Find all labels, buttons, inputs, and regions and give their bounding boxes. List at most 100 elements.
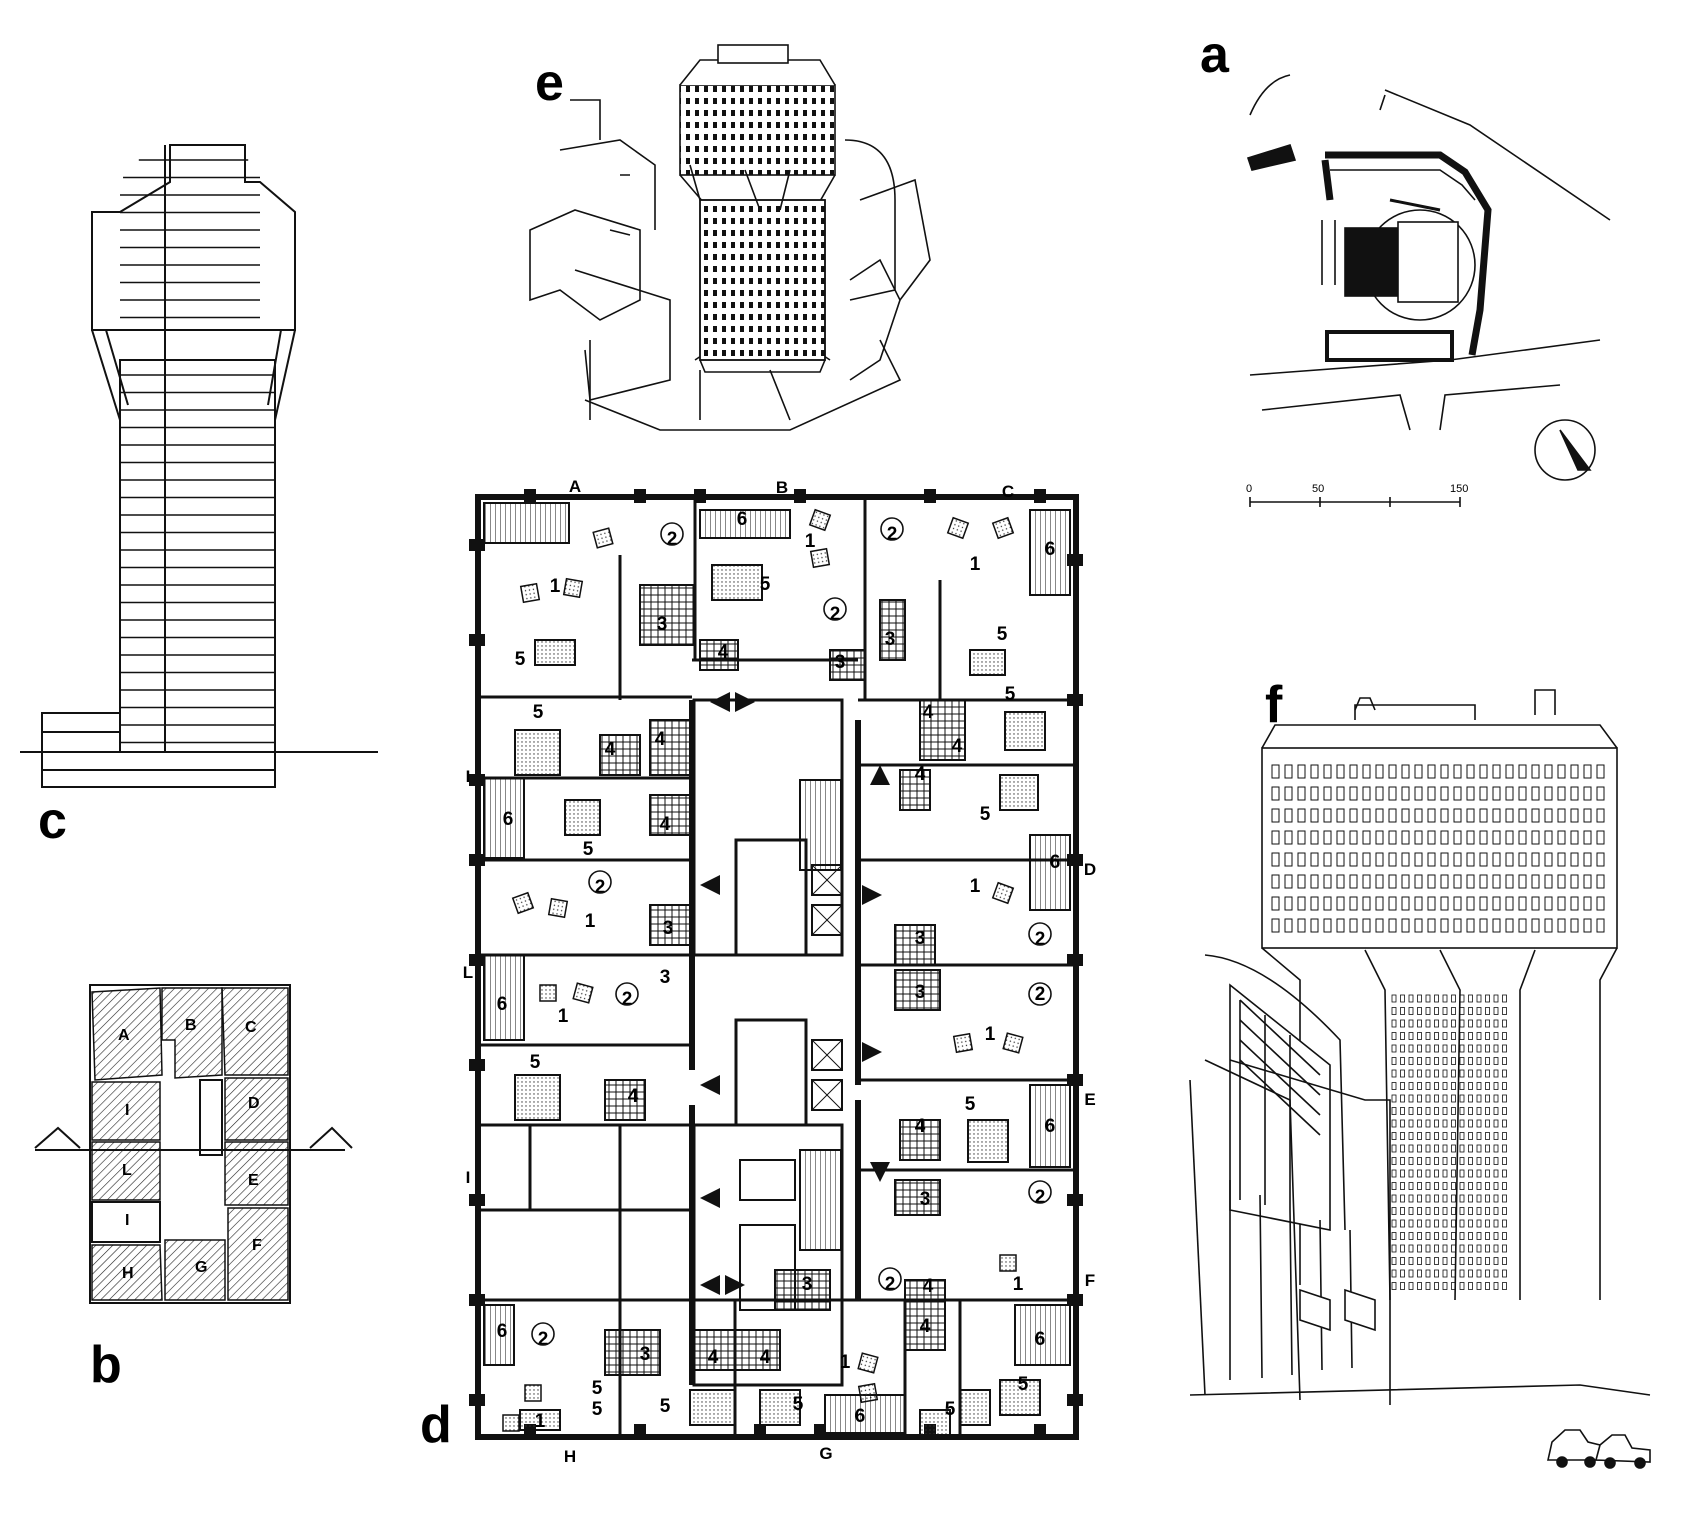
room-number: 6 bbox=[497, 994, 508, 1015]
room-number: 2 bbox=[885, 1274, 896, 1295]
orientation-label: I bbox=[466, 1168, 471, 1187]
room-number: 4 bbox=[952, 736, 963, 757]
room-number: 6 bbox=[1050, 852, 1061, 873]
dining-table-icon bbox=[1028, 982, 1052, 1006]
room-number: 5 bbox=[592, 1399, 603, 1420]
room-number: 5 bbox=[530, 1052, 541, 1073]
unit-e-shape bbox=[224, 1141, 289, 1206]
panel-c-section bbox=[20, 144, 378, 788]
key-plan-unit-label: E bbox=[248, 1172, 259, 1189]
room-number: 4 bbox=[628, 1086, 639, 1107]
dining-table-icon bbox=[880, 517, 904, 541]
dining-table-icon bbox=[878, 1267, 902, 1291]
room-number: 3 bbox=[915, 982, 926, 1003]
room-number: 4 bbox=[660, 814, 671, 835]
room-number: 6 bbox=[1045, 1116, 1056, 1137]
orientation-label: H bbox=[564, 1447, 576, 1466]
room-number: 1 bbox=[970, 554, 981, 575]
key-plan-unit-label: C bbox=[245, 1019, 257, 1036]
unit-l-shape bbox=[91, 1141, 161, 1201]
room-number: 5 bbox=[793, 1394, 804, 1415]
panel-d-floor-plan bbox=[469, 489, 1083, 1440]
unit-f-shape bbox=[227, 1207, 289, 1301]
room-number: 6 bbox=[497, 1321, 508, 1342]
room-number: 1 bbox=[805, 531, 816, 552]
panel-b-letter: b bbox=[90, 1336, 122, 1394]
room-number: 2 bbox=[1035, 984, 1046, 1005]
room-number: 5 bbox=[583, 839, 594, 860]
unit-c-shape bbox=[221, 987, 289, 1076]
room-number: 3 bbox=[657, 614, 668, 635]
panel-e-aerial-sketch bbox=[529, 44, 931, 431]
orientation-label: L bbox=[463, 963, 473, 982]
orientation-label: D bbox=[1084, 860, 1096, 879]
room-number: 2 bbox=[887, 524, 898, 545]
room-number: 5 bbox=[1018, 1374, 1029, 1395]
room-number: 4 bbox=[760, 1347, 771, 1368]
room-number: 3 bbox=[660, 967, 671, 988]
room-number: 6 bbox=[1045, 539, 1056, 560]
room-number: 1 bbox=[535, 1411, 546, 1432]
panel-f-letter: f bbox=[1265, 676, 1283, 734]
room-number: 2 bbox=[830, 604, 841, 625]
room-number: 4 bbox=[923, 1276, 934, 1297]
room-number: 5 bbox=[533, 702, 544, 723]
room-number: 4 bbox=[915, 764, 926, 785]
orientation-label: B bbox=[776, 478, 788, 497]
room-number: 1 bbox=[1013, 1274, 1024, 1295]
key-plan-unit-label: F bbox=[252, 1237, 262, 1254]
room-number: 1 bbox=[558, 1006, 569, 1027]
dining-table-icon bbox=[615, 982, 639, 1006]
room-number: 4 bbox=[655, 729, 666, 750]
room-number: 4 bbox=[708, 1347, 719, 1368]
room-number: 5 bbox=[515, 649, 526, 670]
room-number: 4 bbox=[605, 739, 616, 760]
unit-d-shape bbox=[224, 1077, 289, 1141]
scale-tick-label: 50 bbox=[1312, 483, 1324, 495]
room-number: 3 bbox=[640, 1344, 651, 1365]
key-plan-unit-label: B bbox=[185, 1017, 197, 1034]
key-plan-unit-label: A bbox=[118, 1027, 130, 1044]
room-number: 2 bbox=[622, 989, 633, 1010]
room-number: 5 bbox=[592, 1378, 603, 1399]
unit-i-shape bbox=[91, 1081, 161, 1141]
room-number: 6 bbox=[855, 1406, 866, 1427]
room-number: 2 bbox=[595, 877, 606, 898]
room-number: 5 bbox=[660, 1396, 671, 1417]
floor-plan-orientation-labels: A B C D E F G H I L I bbox=[463, 477, 1096, 1466]
key-plan-unit-label: D bbox=[248, 1095, 260, 1112]
room-number: 4 bbox=[718, 642, 729, 663]
orientation-label: E bbox=[1084, 1090, 1095, 1109]
panel-c-letter: c bbox=[38, 792, 67, 850]
room-number: 1 bbox=[550, 576, 561, 597]
unit-g-shape bbox=[164, 1239, 226, 1301]
dining-table-icon bbox=[1028, 1180, 1052, 1204]
room-number: 5 bbox=[965, 1094, 976, 1115]
dining-table-icon bbox=[823, 597, 847, 621]
panel-b-key-plan bbox=[34, 984, 353, 1304]
room-number: 4 bbox=[915, 1116, 926, 1137]
room-number: 2 bbox=[538, 1329, 549, 1350]
room-number: 6 bbox=[1035, 1329, 1046, 1350]
orientation-label: G bbox=[819, 1444, 832, 1463]
room-number: 5 bbox=[945, 1399, 956, 1420]
key-plan-unit-label: H bbox=[122, 1265, 134, 1282]
panel-b-unit-labels: A B C I D L E I H G F bbox=[118, 1017, 262, 1282]
room-number: 6 bbox=[737, 509, 748, 530]
orientation-label: I bbox=[466, 767, 471, 786]
scale-tick-label: 0 bbox=[1246, 483, 1252, 495]
key-plan-unit-label: I bbox=[125, 1212, 129, 1229]
dining-table-icon bbox=[660, 522, 684, 546]
key-plan-unit-label: L bbox=[122, 1162, 132, 1179]
orientation-label: C bbox=[1002, 482, 1014, 501]
panel-d-letter: d bbox=[420, 1396, 452, 1454]
room-number: 2 bbox=[1035, 929, 1046, 950]
panel-a-letter: a bbox=[1200, 26, 1230, 84]
room-number: 3 bbox=[835, 652, 846, 673]
room-number: 3 bbox=[802, 1274, 813, 1295]
panel-a-site-plan bbox=[1246, 74, 1611, 507]
room-number: 3 bbox=[663, 918, 674, 939]
room-number: 1 bbox=[840, 1352, 851, 1373]
